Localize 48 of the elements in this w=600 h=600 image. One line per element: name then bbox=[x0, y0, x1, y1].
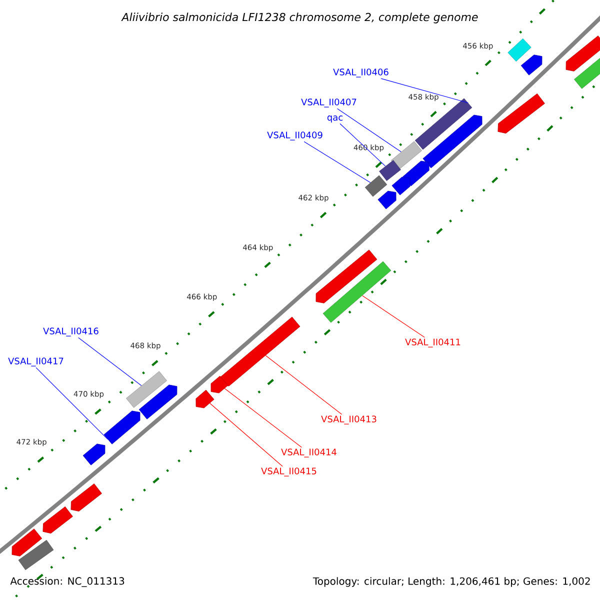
gene-box bbox=[322, 261, 392, 323]
gene-label: VSAL_II0406 bbox=[333, 68, 388, 78]
topology-text: Topology: circular; Length: 1,206,461 bp; Genes: 1,002 bbox=[312, 577, 590, 587]
leader-line bbox=[340, 123, 386, 166]
leader-line bbox=[265, 355, 342, 415]
gene-box bbox=[379, 160, 401, 181]
title: Aliivibrio salmonicida LFI1238 chromosome 2, complete genome bbox=[121, 12, 478, 24]
gene-label: VSAL_II0414 bbox=[281, 448, 336, 458]
gene-block bbox=[82, 444, 106, 466]
gene-box bbox=[364, 175, 388, 197]
gene-block bbox=[12, 528, 42, 556]
gene-block bbox=[402, 160, 430, 186]
gene-block bbox=[220, 316, 300, 386]
leader-line bbox=[224, 388, 302, 448]
gene-box bbox=[18, 540, 54, 570]
gene-block bbox=[566, 36, 600, 72]
gene-block bbox=[520, 54, 542, 76]
leader-line bbox=[210, 402, 283, 467]
gene-block bbox=[392, 176, 410, 196]
gene-label: VSAL_II0417 bbox=[8, 358, 64, 366]
gene-block bbox=[422, 114, 482, 168]
leader-line bbox=[78, 337, 142, 386]
gene-label: VSAL_II0415 bbox=[261, 468, 316, 476]
leader-line bbox=[336, 108, 402, 152]
gene-box bbox=[391, 141, 422, 170]
leader-line bbox=[304, 141, 371, 183]
gene-block bbox=[42, 506, 73, 534]
gene-box bbox=[126, 371, 167, 408]
gene-block bbox=[316, 250, 378, 304]
accession-text: Accession: NC_011313 bbox=[10, 577, 124, 587]
gene-label: VSAL_II0409 bbox=[267, 132, 322, 140]
leader-line bbox=[36, 367, 108, 440]
leader-line bbox=[380, 78, 468, 104]
gene-box bbox=[574, 56, 600, 89]
gene-label: VSAL_II0407 bbox=[301, 98, 356, 108]
gene-label: VSAL_II0416 bbox=[43, 328, 98, 336]
gene-label: VSAL_II0411 bbox=[405, 338, 460, 348]
gene-block bbox=[210, 376, 228, 394]
gene-block bbox=[378, 190, 396, 210]
leader-line bbox=[362, 295, 425, 338]
gene-block bbox=[70, 484, 102, 512]
gene-label: qac bbox=[327, 116, 343, 122]
gene-block bbox=[104, 410, 140, 444]
gene-box bbox=[508, 38, 532, 62]
gene-block bbox=[196, 390, 214, 408]
gene-block bbox=[498, 93, 545, 134]
gene-block bbox=[138, 384, 178, 420]
gene-label: VSAL_II0413 bbox=[321, 416, 376, 424]
